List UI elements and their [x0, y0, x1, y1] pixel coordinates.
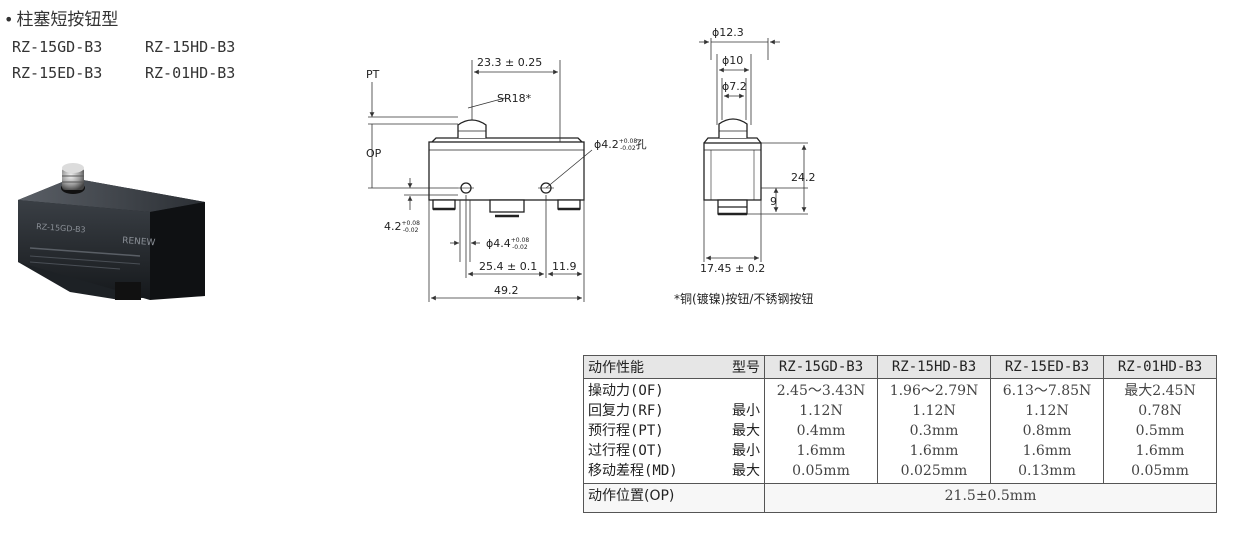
- side-view-dimensions: [699, 38, 808, 262]
- front-view-labels: 23.3 ± 0.25 SR18* PT OP ϕ4.2+0.08-0.02孔 …: [366, 56, 647, 297]
- op-value-cell: 21.5±0.5mm: [764, 483, 1217, 513]
- bullet-icon: •: [4, 10, 14, 29]
- row-labels-cell: 操动力(OF) 回复力(RF)最小 预行程(PT)最大 过行程(OT)最小 移动…: [583, 378, 765, 484]
- table-header-row: 动作性能型号 RZ-15GD-B3 RZ-15HD-B3 RZ-15ED-B3 …: [583, 355, 1217, 379]
- model-name: RZ-15GD-B3: [12, 38, 103, 56]
- column-header: RZ-15ED-B3: [990, 355, 1104, 379]
- dim-diameter-7-2: ϕ7.2: [722, 80, 747, 93]
- table-row-op: 动作位置(OP) 21.5±0.5mm: [583, 483, 1217, 513]
- product-photo: RZ-15GD-B3 RENEW: [18, 163, 205, 300]
- op-label-cell: 动作位置(OP): [583, 483, 765, 513]
- model-list: RZ-15GD-B3 RZ-15HD-B3 RZ-15ED-B3 RZ-01HD-B…: [12, 34, 278, 86]
- dim-pin-diameter: ϕ4.4+0.08-0.02: [486, 237, 529, 251]
- model-row: RZ-15GD-B3 RZ-15HD-B3: [12, 34, 278, 60]
- front-view-drawing: [428, 119, 585, 218]
- model-name: RZ-15HD-B3: [145, 38, 236, 56]
- side-view-drawing: [703, 118, 762, 216]
- column-header: RZ-15GD-B3: [764, 355, 878, 379]
- column-header: RZ-15HD-B3: [877, 355, 991, 379]
- dim-side-offset: 4.2+0.08-0.02: [384, 220, 420, 234]
- section-title: 柱塞短按钮型: [16, 10, 119, 30]
- side-view-labels: ϕ12.3 ϕ10 ϕ7.2 24.2 9 17.45 ± 0.2 *铜(镀镍)…: [674, 26, 816, 306]
- dim-pt-label: PT: [366, 68, 380, 81]
- column-header: RZ-01HD-B3: [1103, 355, 1217, 379]
- model-row: RZ-15ED-B3 RZ-01HD-B3: [12, 60, 278, 86]
- table-corner-cell: 动作性能型号: [583, 355, 765, 379]
- model-name: RZ-01HD-B3: [145, 64, 236, 82]
- spec-table: 动作性能型号 RZ-15GD-B3 RZ-15HD-B3 RZ-15ED-B3 …: [583, 355, 1217, 513]
- dim-diameter-10: ϕ10: [722, 54, 743, 67]
- dim-height: 24.2: [791, 171, 816, 184]
- front-view-dimensions: [368, 60, 593, 302]
- dim-hole-diameter: ϕ4.2+0.08-0.02孔: [594, 138, 647, 152]
- model-name: RZ-15ED-B3: [12, 64, 103, 82]
- section-heading: •柱塞短按钮型: [4, 5, 118, 30]
- photo-brand-label: RENEW: [122, 236, 156, 248]
- dim-hole-pitch: 25.4 ± 0.1: [479, 260, 537, 273]
- table-row: 操动力(OF) 回复力(RF)最小 预行程(PT)最大 过行程(OT)最小 移动…: [583, 378, 1217, 484]
- dim-top-width: 23.3 ± 0.25: [477, 56, 542, 69]
- dim-total-length: 49.2: [494, 284, 519, 297]
- dim-sr-radius: SR18*: [497, 92, 532, 105]
- dim-depth: 17.45 ± 0.2: [700, 262, 765, 275]
- dim-diameter-12-3: ϕ12.3: [712, 26, 744, 39]
- dim-op-label: OP: [366, 147, 382, 160]
- material-note: *铜(镀镍)按钮/不锈钢按钮: [674, 291, 813, 306]
- dim-end-offset: 11.9: [552, 260, 577, 273]
- photo-model-label: RZ-15GD-B3: [36, 222, 86, 234]
- dim-height-9: 9: [770, 195, 777, 208]
